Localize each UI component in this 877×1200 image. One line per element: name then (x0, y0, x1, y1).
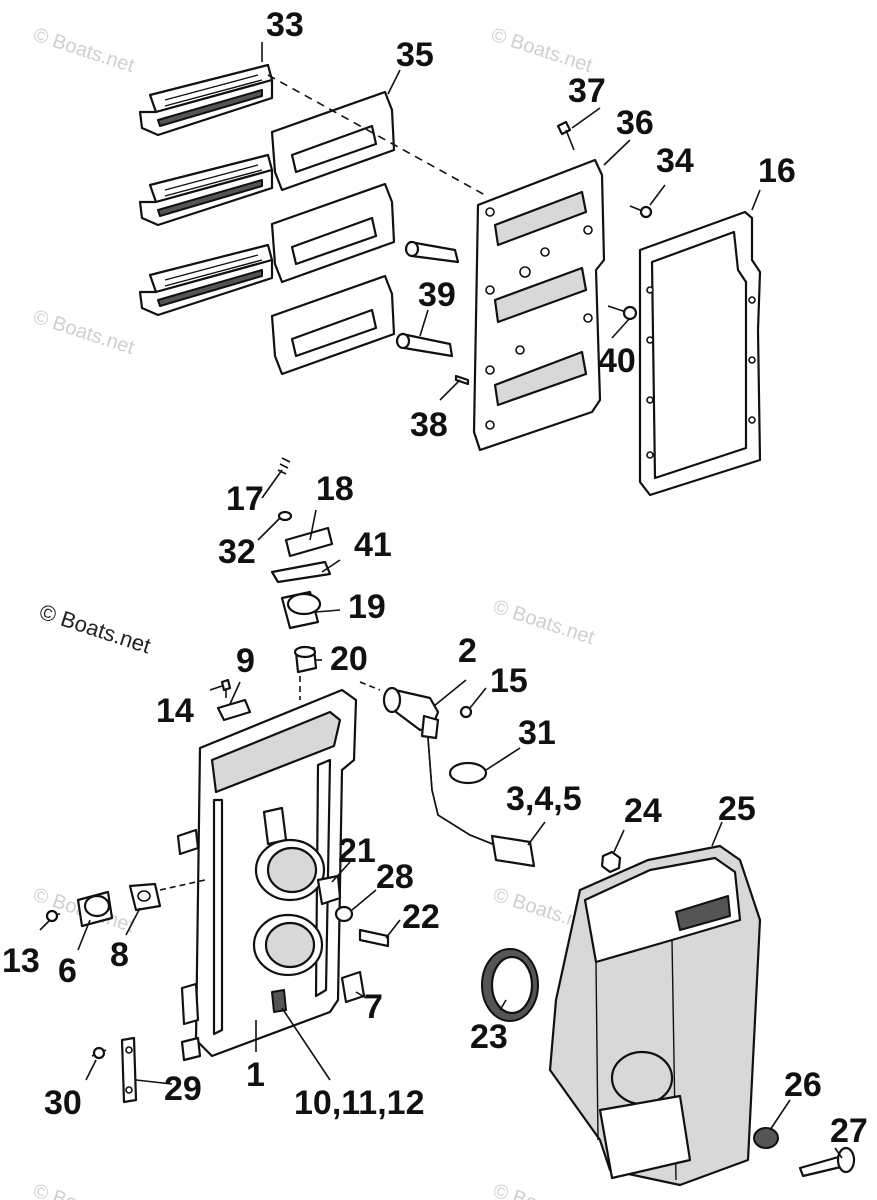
watermark-text: © Boats.net (30, 1180, 137, 1200)
pin-38 (454, 374, 470, 386)
callout-8: 8 (110, 936, 129, 974)
intake-gasket (638, 210, 762, 497)
leader-lines (39, 42, 843, 1159)
callout-10-11-12: 10,11,12 (294, 1084, 424, 1122)
screw-37 (556, 120, 575, 151)
dowel-pins (395, 240, 460, 358)
callout-21: 21 (338, 832, 376, 870)
callout-23: 23 (470, 1018, 508, 1056)
callout-17: 17 (226, 480, 264, 518)
callout-32: 32 (218, 533, 256, 571)
intake-manifold (176, 676, 358, 1062)
callout-19: 19 (348, 588, 386, 626)
callout-37: 37 (568, 72, 606, 110)
callout-9: 9 (236, 642, 255, 680)
callout-24: 24 (624, 792, 662, 830)
callout-18: 18 (316, 470, 354, 508)
callout-6: 6 (58, 952, 77, 990)
grommet-screw (753, 1127, 856, 1178)
callout-15: 15 (490, 662, 528, 700)
watermark-text: © Boats.net (490, 596, 597, 649)
callout-2: 2 (458, 632, 477, 670)
callout-13: 13 (2, 942, 40, 980)
callout-39: 39 (418, 276, 456, 314)
sensor-parts (270, 457, 334, 674)
callout-28: 28 (376, 858, 414, 896)
callout-34: 34 (656, 142, 694, 180)
callout-33: 33 (266, 6, 304, 44)
bracket-9 (216, 678, 252, 722)
callout-3-4-5: 3,4,5 (506, 780, 582, 818)
seal-23 (481, 948, 539, 1022)
intake-silencer-cover (548, 844, 762, 1187)
callout-7: 7 (364, 988, 383, 1026)
callout-26: 26 (784, 1066, 822, 1104)
callout-labels: 33 35 37 36 34 16 39 40 38 17 18 32 41 1… (2, 6, 868, 1150)
callout-29: 29 (164, 1070, 202, 1108)
callout-31: 31 (518, 714, 556, 752)
reed-plate (472, 158, 606, 452)
watermark-text: © Boats.net (30, 306, 137, 359)
sensor-harness (359, 681, 536, 868)
callout-20: 20 (330, 640, 368, 678)
clip-31 (448, 761, 488, 785)
callout-36: 36 (616, 104, 654, 142)
bolt-40 (607, 305, 638, 321)
callout-27: 27 (830, 1112, 868, 1150)
callout-22: 22 (402, 898, 440, 936)
callout-40: 40 (598, 342, 636, 380)
callout-1: 1 (246, 1056, 265, 1094)
watermark-text: © Boats.net (488, 24, 595, 77)
callout-30: 30 (44, 1084, 82, 1122)
watermark-text: © Boats.net (490, 1180, 597, 1200)
callout-35: 35 (396, 36, 434, 74)
screw-34 (629, 205, 653, 219)
reed-gasket-set (267, 74, 486, 376)
callout-41: 41 (354, 526, 392, 564)
callout-38: 38 (410, 406, 448, 444)
watermark-text-dark: © Boats.net (36, 599, 153, 658)
watermark-text: © Boats.net (30, 24, 137, 77)
callout-16: 16 (758, 152, 796, 190)
clamp-parts (316, 874, 390, 1004)
callout-14: 14 (156, 692, 194, 730)
nut-24 (600, 850, 622, 874)
choke-parts (45, 879, 206, 928)
ground-strap (91, 1036, 138, 1104)
callout-25: 25 (718, 790, 756, 828)
reed-valve-assembly (138, 63, 274, 317)
